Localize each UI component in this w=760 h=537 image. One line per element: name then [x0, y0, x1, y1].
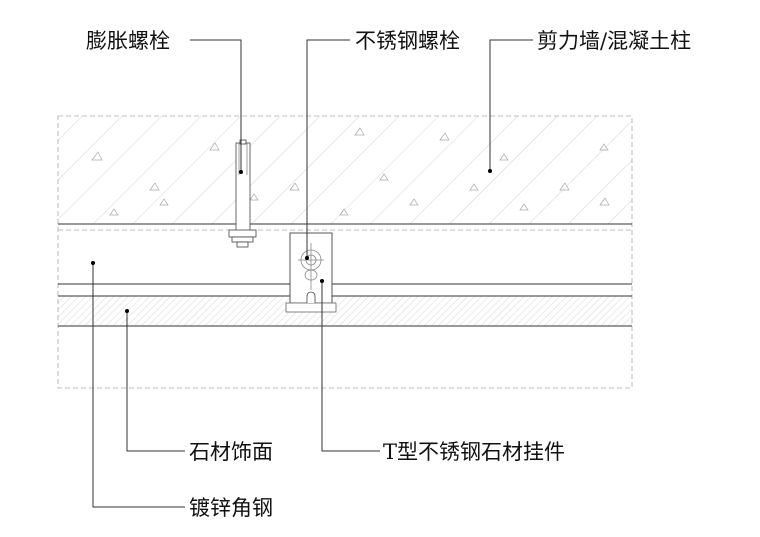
label-shear-wall: 剪力墙/混凝土柱: [537, 29, 691, 53]
t-hanger: [285, 232, 337, 313]
stone-finish: [58, 295, 632, 327]
expansion-bolt: [228, 139, 257, 248]
leader-stainless-bolt: [305, 39, 350, 260]
label-galvanized-angle: 镀锌角钢: [189, 496, 273, 520]
leader-galvanized-angle: [91, 261, 185, 508]
drawing-boundary: [57, 115, 633, 389]
label-stone-finish: 石材饰面: [189, 440, 273, 464]
concrete-wall: [58, 116, 632, 225]
leader-expansion-bolt: [190, 39, 243, 174]
leader-t-hanger: [320, 279, 380, 452]
leader-shear-wall: [488, 39, 533, 173]
label-expansion-bolt: 膨胀螺栓: [86, 29, 170, 53]
label-stainless-bolt: 不锈钢螺栓: [355, 29, 460, 53]
label-t-hanger: T型不锈钢石材挂件: [383, 440, 565, 464]
leader-stone-finish: [125, 309, 185, 452]
